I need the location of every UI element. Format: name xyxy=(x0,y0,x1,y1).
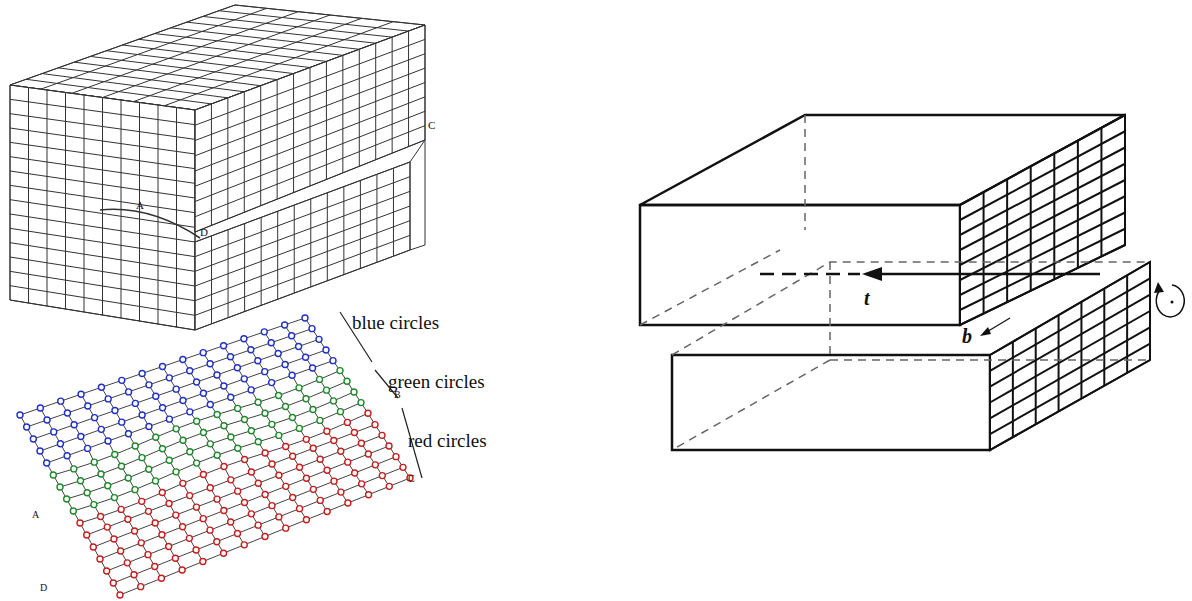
arrowhead xyxy=(980,327,991,336)
face-label: C xyxy=(428,120,435,131)
step-edge xyxy=(410,140,425,250)
rotation-dot xyxy=(1171,301,1174,304)
point-label: A xyxy=(136,200,144,211)
vector-label: b xyxy=(962,326,972,346)
bracket-label: green circles xyxy=(388,372,485,391)
point-label: D xyxy=(40,583,47,593)
atom-lattice xyxy=(17,315,413,598)
arrowhead xyxy=(1154,282,1164,293)
crystal-right-face-lower xyxy=(195,162,410,330)
t-vector xyxy=(880,273,1100,276)
point-label: A xyxy=(32,510,39,520)
arrowhead xyxy=(862,267,882,281)
right-face-lower xyxy=(990,262,1150,450)
hidden-edge xyxy=(640,115,1150,450)
vector-label: t xyxy=(864,288,870,308)
bracket-label: blue circles xyxy=(352,313,439,332)
point-label: B xyxy=(394,390,401,400)
point-label: D xyxy=(200,227,208,238)
point-label: C xyxy=(408,474,415,484)
bracket-label: red circles xyxy=(408,431,487,450)
dislocation-line xyxy=(100,209,200,238)
crystal-front-face xyxy=(10,85,195,330)
